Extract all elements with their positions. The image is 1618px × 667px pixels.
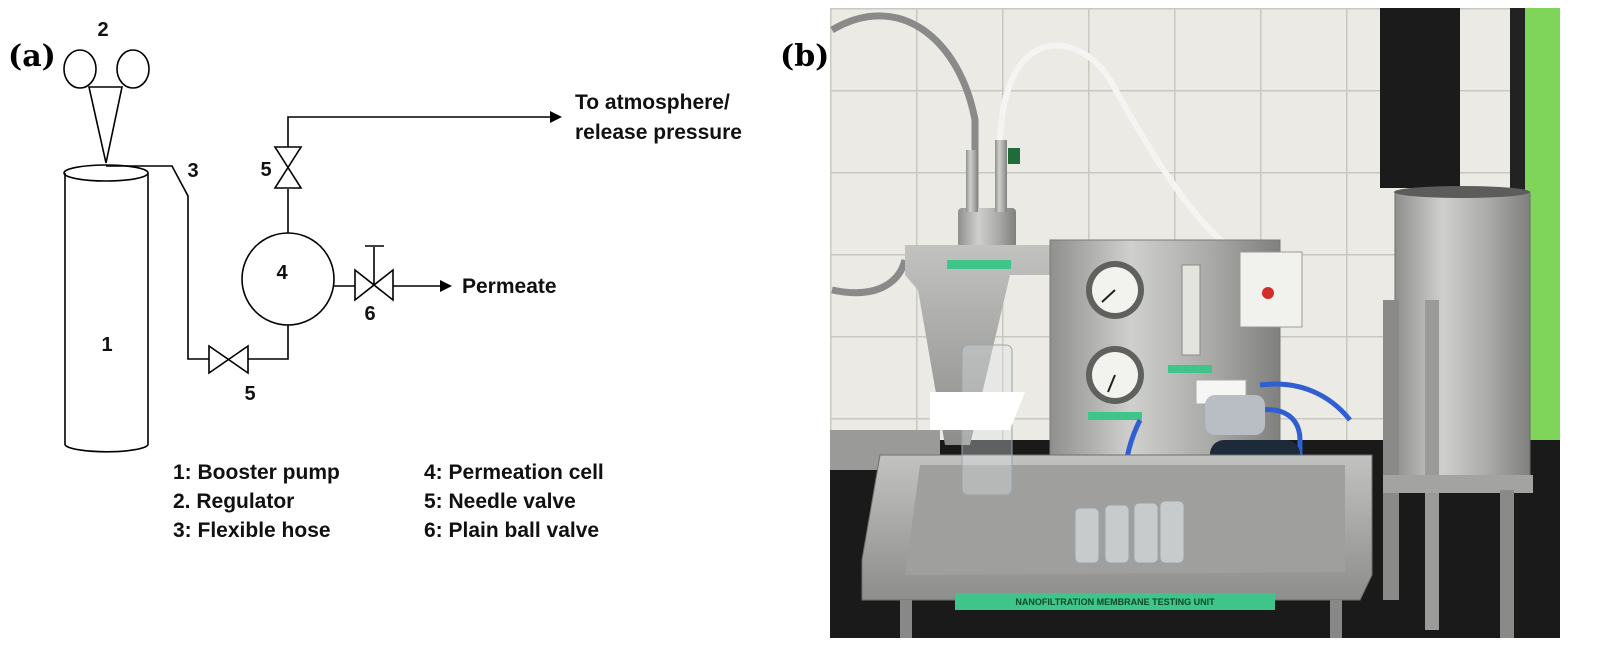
permeate-label: Permeate (462, 275, 557, 298)
label-4: 4 (276, 262, 288, 284)
regulator-gauge-left-icon (63, 49, 97, 89)
legend-item: 5: Needle valve (424, 490, 576, 513)
unit-sticker (955, 593, 1275, 610)
label-6: 6 (364, 303, 375, 325)
panel-b-label: (b) (780, 39, 829, 74)
label-5-bottom: 5 (244, 383, 255, 405)
label-1: 1 (101, 334, 112, 356)
legend-item: 6: Plain ball valve (424, 519, 599, 542)
legend-item: 2. Regulator (173, 490, 294, 513)
glass-vial-icon (1104, 504, 1130, 564)
panel-a-schematic: (a) 2 1 3 5 4 (8, 19, 742, 542)
sticker-permeation-cell (947, 260, 1011, 269)
regulator: 2 (63, 19, 150, 164)
valve-handle-icon (1008, 148, 1020, 164)
feed-tank (1383, 186, 1533, 638)
panel-b-photo: NANOFILTRATION MEMBRANE TESTING UNIT (830, 8, 1560, 638)
needle-valve-top: 5 To atmosphere/ release pressure (260, 91, 742, 233)
panel-a-label: (a) (8, 39, 56, 74)
glass-vial-icon (1074, 507, 1100, 564)
braided-hose (830, 12, 979, 210)
permeation-cell: 4 (241, 232, 335, 326)
unit-sticker-text: NANOFILTRATION MEMBRANE TESTING UNIT (1015, 597, 1215, 607)
glass-vial-icon (1133, 502, 1159, 564)
permeation-cell-icon (241, 232, 335, 326)
ball-valve: 6 Permeate (334, 245, 557, 325)
regulator-gauge-right-icon (116, 49, 150, 89)
glass-vial-icon (1159, 500, 1185, 564)
needle-valve-bottom-icon (208, 344, 249, 375)
needle-valve-bottom: 5 (208, 325, 289, 405)
legend: 1: Booster pump 2. Regulator 3: Flexible… (173, 461, 604, 542)
permeation-cell-head (958, 208, 1016, 248)
pressure-gauge-icon (1086, 261, 1144, 319)
label-2: 2 (97, 19, 108, 41)
glass-vial-row (1074, 500, 1185, 564)
ball-valve-icon (354, 268, 394, 302)
needle-valve-top-icon (273, 146, 303, 189)
label-3: 3 (187, 160, 198, 182)
legend-item: 1: Booster pump (173, 461, 340, 484)
flowmeter-icon (1181, 264, 1201, 356)
pressure-gauge-icon (1086, 346, 1144, 404)
arrow-permeate-icon (440, 280, 452, 292)
atmosphere-label-line1: To atmosphere/ (575, 91, 730, 114)
booster-pump: 1 (63, 164, 149, 453)
filter-paper (930, 392, 1025, 430)
legend-item: 4: Permeation cell (424, 461, 604, 484)
flexible-hose: 3 (106, 160, 209, 360)
dark-frame (1380, 8, 1460, 188)
regulator-body (88, 86, 123, 164)
legend-item: 3: Flexible hose (173, 519, 331, 542)
label-5-top: 5 (260, 159, 271, 181)
atmosphere-label-line2: release pressure (575, 121, 742, 144)
white-tube (997, 42, 1242, 258)
arrow-atmosphere-icon (550, 111, 562, 123)
stop-button-icon (1262, 287, 1274, 299)
